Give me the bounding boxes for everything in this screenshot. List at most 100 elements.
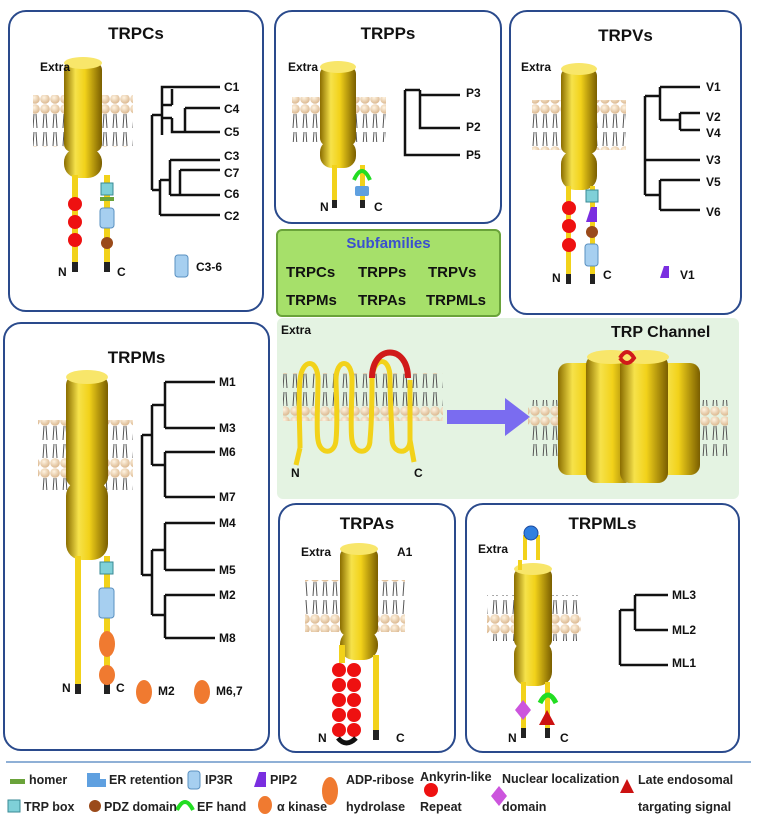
trpv-tree-v5: V5 <box>706 175 721 189</box>
subfamily-trpa: TRPAs <box>358 292 407 309</box>
trpa-title: TRPAs <box>339 514 395 533</box>
trpc-title: TRPCs <box>108 24 164 43</box>
trpv-channel <box>532 63 700 284</box>
trpp-tree-p5: P5 <box>466 148 481 162</box>
trpv-n-label: N <box>552 271 561 285</box>
trpml-extra-label: Extra <box>478 542 509 556</box>
trpc-tree-c6: C6 <box>224 187 240 201</box>
trpv-tree-v4: V4 <box>706 126 721 140</box>
trp-topology <box>283 349 728 483</box>
trpv-tree-v6: V6 <box>706 205 721 219</box>
trpm-tree-m3: M3 <box>219 421 236 435</box>
trp-box-icon <box>100 182 114 196</box>
trpm-tree-m5: M5 <box>219 563 236 577</box>
trp-channel-extra: Extra <box>281 323 312 337</box>
trpml-c-label: C <box>560 731 569 745</box>
trpm-n-label: N <box>62 681 71 695</box>
subfamily-trpml: TRPMLs <box>426 292 486 309</box>
pip2-note-icon <box>660 266 669 278</box>
trp-channel-c: C <box>414 466 423 480</box>
ip3r-icon <box>99 207 115 229</box>
trpc-tree-c1: C1 <box>224 80 240 94</box>
legend-homer: homer <box>29 773 68 787</box>
trpm-c-label: C <box>116 681 125 695</box>
trpp-title: TRPPs <box>360 24 416 43</box>
trpc-note: C3-6 <box>196 260 223 274</box>
legend-er-retention: ER retention <box>109 773 184 787</box>
legend-kinase: α kinase <box>277 800 328 814</box>
legend-trp-box: TRP box <box>24 800 75 814</box>
pore-loop <box>369 349 411 379</box>
trpv-tree-v3: V3 <box>706 153 721 167</box>
trpm-note-m2: M2 <box>158 684 175 698</box>
legend-ip3r: IP3R <box>205 773 233 787</box>
trpm-tree-m4: M4 <box>219 516 236 530</box>
trpv-extra-label: Extra <box>521 60 552 74</box>
trpv-tree-v1: V1 <box>706 80 721 94</box>
trpc-extra-label: Extra <box>40 60 71 74</box>
trpml-tree-ml3: ML3 <box>672 588 696 602</box>
legend-ef-hand: EF hand <box>197 800 247 814</box>
trpv-note: V1 <box>680 268 695 282</box>
trpp-n-label: N <box>320 200 329 214</box>
legend-late-1: Late endosomal <box>638 773 734 787</box>
trpa-c-label: C <box>396 731 405 745</box>
legend-pdz: PDZ domain <box>104 800 177 814</box>
er-retention-icon <box>355 186 369 196</box>
ef-hand-icon <box>352 169 372 181</box>
arrow-icon <box>447 398 530 436</box>
trpml-tree-ml2: ML2 <box>672 623 696 637</box>
pip2-icon <box>586 207 597 222</box>
subfamilies-box: Subfamilies TRPCs TRPPs TRPVs TRPMs TRPA… <box>276 229 501 317</box>
adp-ribose-icon <box>99 631 115 657</box>
trpm-tree-m1: M1 <box>219 375 236 389</box>
homer-icon <box>100 197 114 201</box>
legend-icons <box>7 770 634 814</box>
trpc-tree-c3: C3 <box>224 149 240 163</box>
nls-icon <box>515 700 531 720</box>
trpv-tree-v2: V2 <box>706 110 721 124</box>
subfamily-trpp: TRPPs <box>358 264 407 281</box>
trpm-tree-m7: M7 <box>219 490 236 504</box>
trpa-channel <box>305 543 405 746</box>
trpm-channel <box>38 370 215 704</box>
trpml-title: TRPMLs <box>568 514 637 533</box>
legend-late-2: targating signal <box>638 800 732 814</box>
trpc-channel <box>33 57 220 278</box>
tetramer <box>558 350 700 483</box>
subfamilies-heading: Subfamilies <box>346 235 431 252</box>
trpp-channel <box>292 61 460 208</box>
trpm-tree-m8: M8 <box>219 631 236 645</box>
subfamily-trpm: TRPMs <box>286 292 337 309</box>
trpv-panel: TRPVs <box>509 10 742 315</box>
trpm-tree-m6: M6 <box>219 445 236 459</box>
trpv-title: TRPVs <box>598 26 653 45</box>
legend-nls-1: Nuclear localization <box>502 772 620 786</box>
trpp-extra-label: Extra <box>288 60 319 74</box>
trpml-channel <box>487 525 668 738</box>
ankyrin-icon <box>68 197 82 211</box>
glycosylation-icon <box>523 525 539 541</box>
trpc-n-label: N <box>58 265 67 279</box>
trpml-n-label: N <box>508 731 517 745</box>
legend-adp-1: ADP-ribose <box>346 773 415 787</box>
trpc-panel: TRPCs <box>8 10 264 312</box>
trpa-n-label: N <box>318 731 327 745</box>
legend-nls-2: domain <box>502 800 547 814</box>
trpm-title: TRPMs <box>107 348 166 367</box>
trpp-tree-p2: P2 <box>466 120 481 134</box>
trpc-tree-c5: C5 <box>224 125 240 139</box>
trp-channel-title: TRP Channel <box>611 324 711 341</box>
trpc-tree-c2: C2 <box>224 209 240 223</box>
legend-ankyrin-2: Repeat <box>420 800 462 814</box>
trpml-tree-ml1: ML1 <box>672 656 696 670</box>
trpm-tree-m2: M2 <box>219 588 236 602</box>
legend-divider <box>6 761 751 763</box>
legend-pip2: PIP2 <box>270 773 298 787</box>
late-endosomal-icon <box>539 710 555 725</box>
subfamily-trpc: TRPCs <box>286 264 336 281</box>
trpa-extra-label: Extra <box>301 545 332 559</box>
trpc-c-label: C <box>117 265 126 279</box>
trpv-c-label: C <box>603 268 612 282</box>
